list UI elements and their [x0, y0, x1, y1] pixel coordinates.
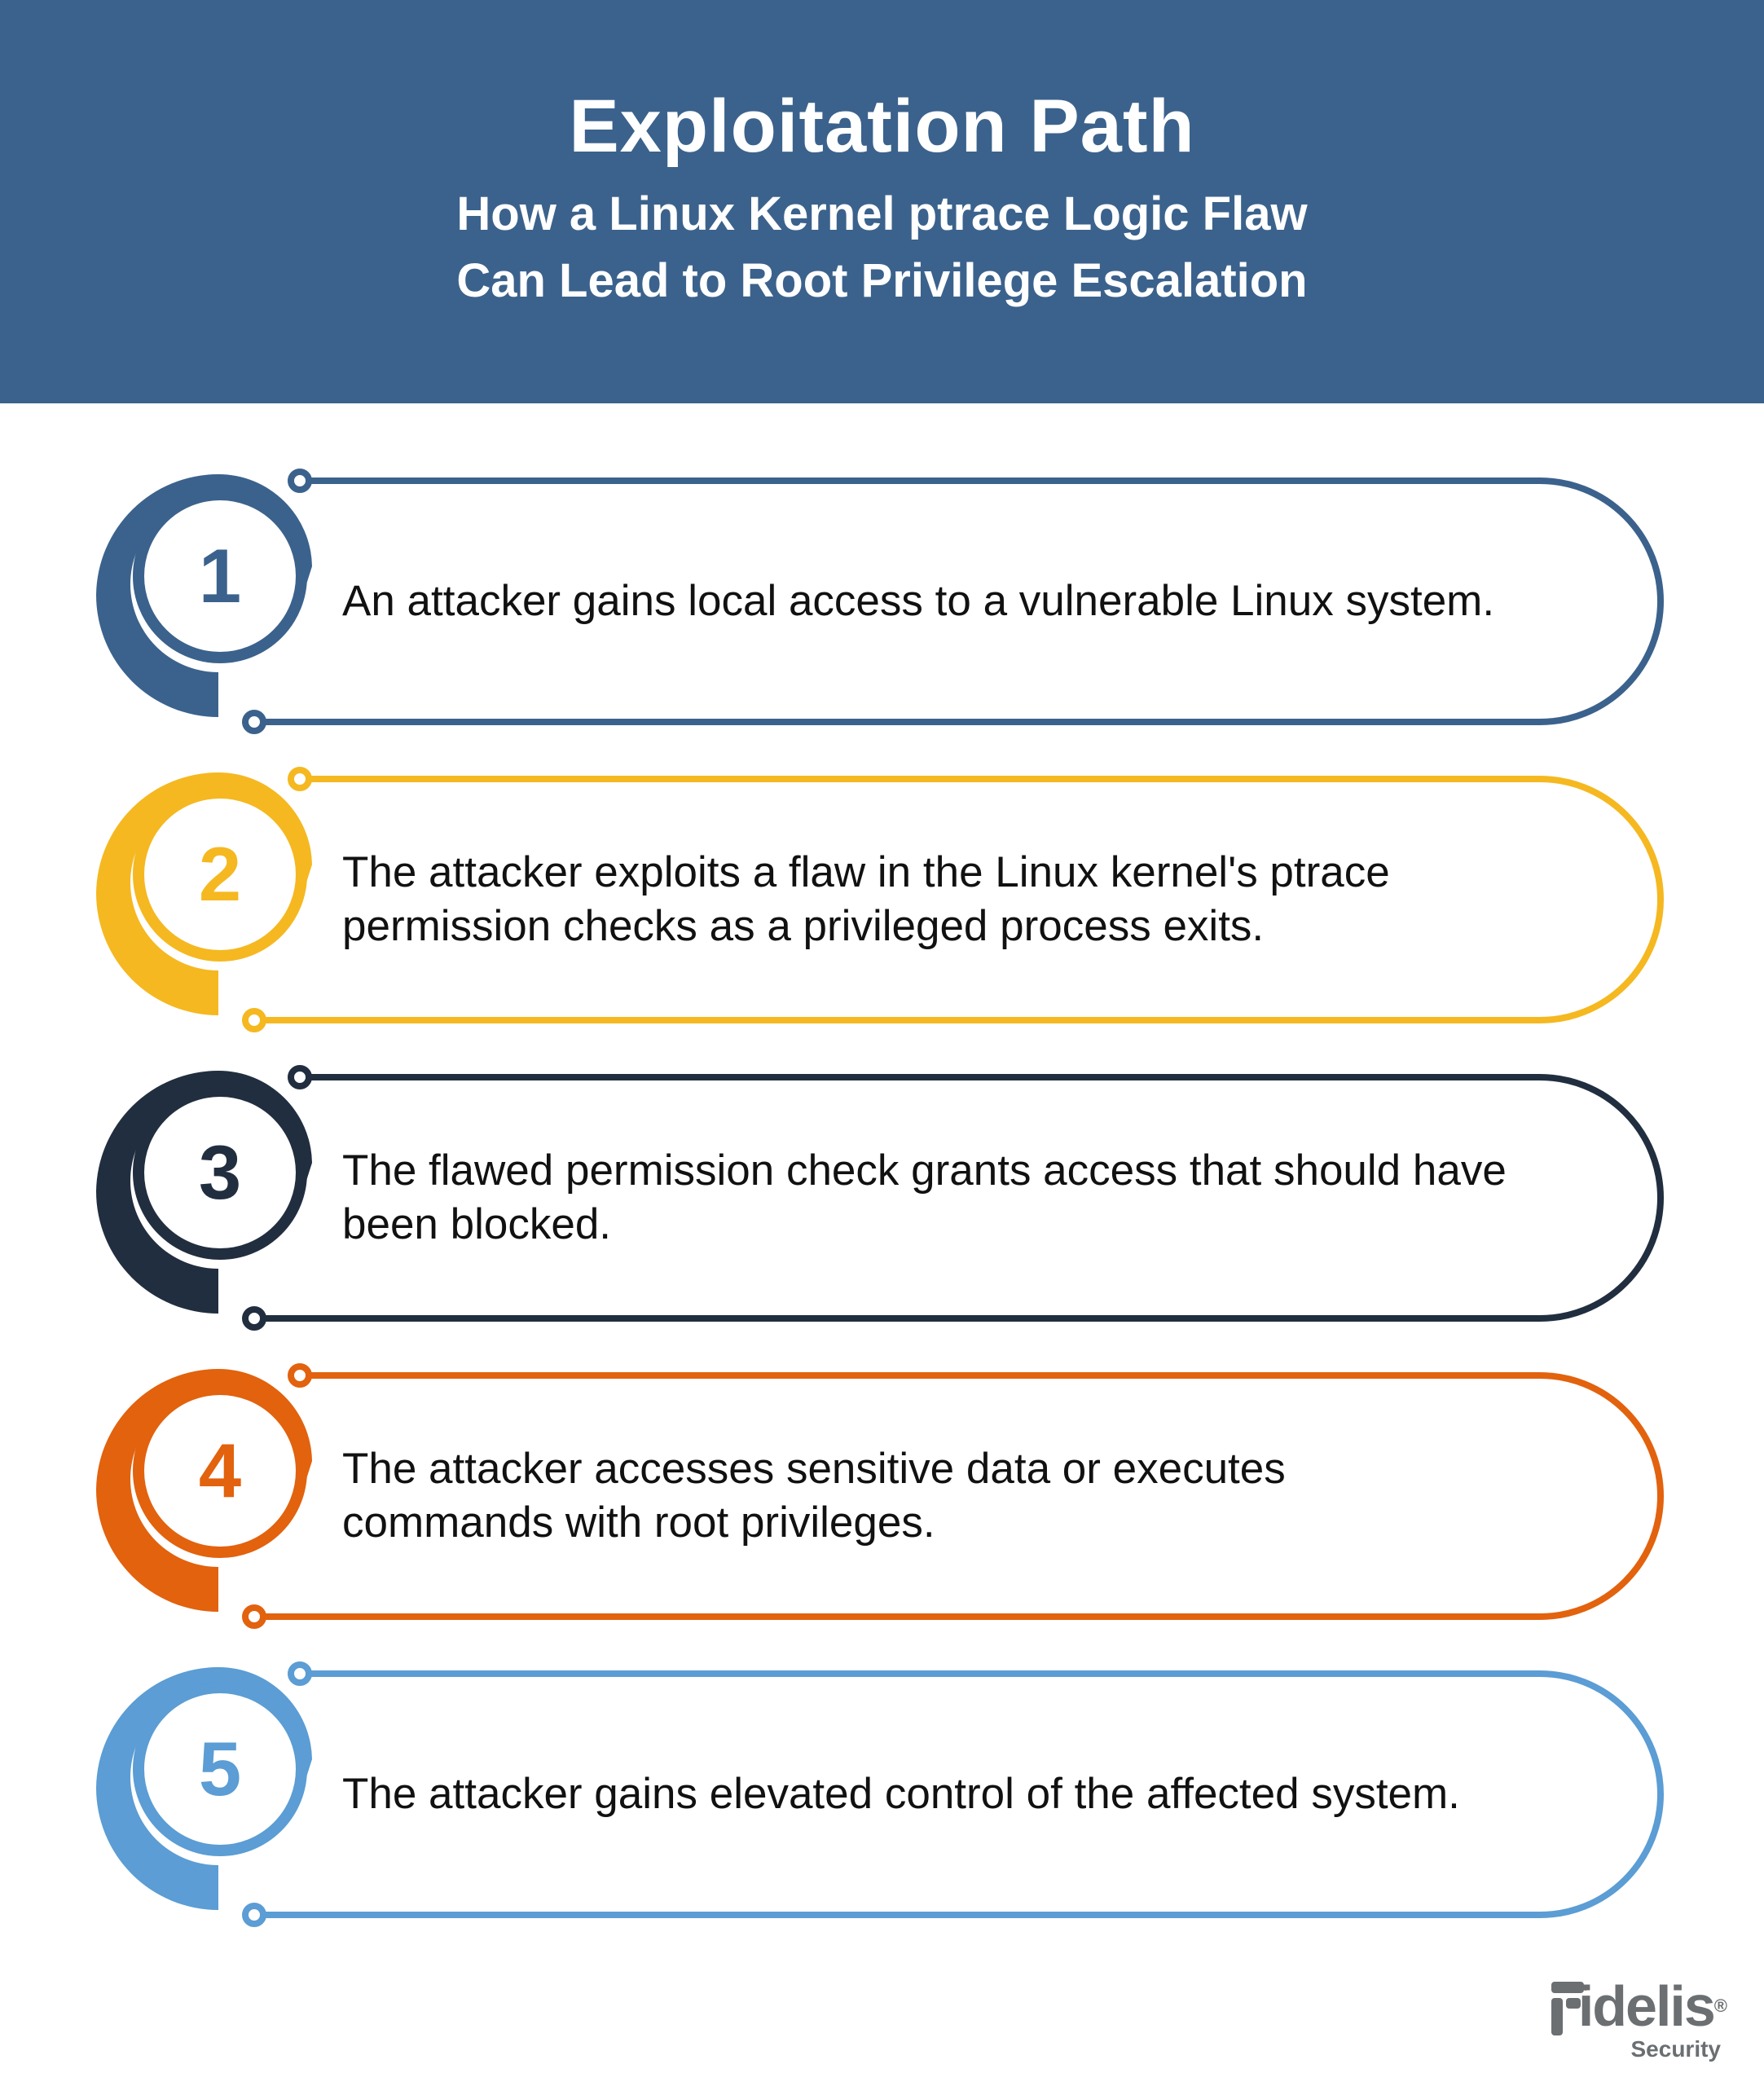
step-4-knob-bottom [242, 1604, 266, 1629]
step-3-knob-top [288, 1065, 312, 1089]
step-2-crescent [96, 772, 312, 1015]
step-2-number: 2 [198, 831, 242, 917]
fidelis-logo: idelis® Security [1548, 1975, 1727, 2065]
step-1-text: An attacker gains local access to a vuln… [342, 574, 1613, 628]
step-3-text-line: The flawed permission check grants acces… [342, 1146, 1507, 1195]
step-3-frame [96, 1065, 1664, 1331]
subtitle-line-1: How a Linux Kernel ptrace Logic Flaw [456, 187, 1308, 240]
step-3-number: 3 [198, 1129, 242, 1215]
step-5-crescent [96, 1667, 312, 1910]
step-4-rail [254, 1372, 1664, 1620]
logo-f-icon [1551, 1982, 1588, 2035]
step-2-text: The attacker exploits a flaw in the Linu… [342, 846, 1613, 953]
logo-wordmark: idelis® [1577, 1974, 1727, 2038]
step-2-rail [254, 776, 1664, 1023]
step-5-rail [254, 1670, 1664, 1918]
page-title: Exploitation Path [569, 85, 1195, 168]
step-4-crescent [96, 1369, 312, 1612]
step-4-number: 4 [198, 1428, 242, 1513]
step-3-knob-bottom [242, 1306, 266, 1331]
step-5-knob-top [288, 1661, 312, 1686]
step-4-number-ring [133, 1384, 307, 1558]
step-2-text-line: The attacker exploits a flaw in the Linu… [342, 848, 1390, 896]
step-5-number-ring [133, 1682, 307, 1856]
step-3-number-ring [133, 1085, 307, 1260]
step-2-frame [96, 767, 1664, 1032]
step-1-number: 1 [198, 533, 242, 618]
step-1-crescent [96, 474, 312, 717]
step-1-frame [96, 469, 1664, 734]
step-3-rail [254, 1074, 1664, 1322]
header-banner: Exploitation Path How a Linux Kernel ptr… [0, 0, 1764, 403]
step-1-number-ring [133, 489, 307, 663]
step-4-text-line: commands with root privileges. [342, 1498, 935, 1547]
subtitle-line-2: Can Lead to Root Privilege Escalation [456, 254, 1308, 307]
step-4-frame [96, 1363, 1664, 1629]
step-3-text-line: been blocked. [342, 1200, 612, 1248]
page-subtitle: How a Linux Kernel ptrace Logic Flaw Can… [0, 181, 1764, 315]
step-4-text: The attacker accesses sensitive data or … [342, 1442, 1613, 1550]
step-5-text: The attacker gains elevated control of t… [342, 1767, 1613, 1821]
step-5-knob-bottom [242, 1903, 266, 1927]
logo-subtitle: Security [1630, 2036, 1722, 2062]
step-2-knob-bottom [242, 1008, 266, 1032]
step-5-frame [96, 1661, 1664, 1927]
step-1-text-line: An attacker gains local access to a vuln… [342, 577, 1495, 625]
step-4-knob-top [288, 1363, 312, 1388]
step-3-crescent [96, 1071, 312, 1314]
step-5-text-line: The attacker gains elevated control of t… [342, 1770, 1460, 1818]
step-1-knob-top [288, 469, 312, 493]
step-4-text-line: The attacker accesses sensitive data or … [342, 1445, 1286, 1493]
step-1-knob-bottom [242, 710, 266, 734]
step-2-knob-top [288, 767, 312, 791]
registered-mark: ® [1713, 1996, 1727, 2016]
step-2-text-line: permission checks as a privileged proces… [342, 902, 1265, 950]
step-3-text: The flawed permission check grants acces… [342, 1144, 1613, 1252]
step-2-number-ring [133, 787, 307, 962]
step-5-number: 5 [198, 1726, 242, 1811]
step-1-rail [254, 477, 1664, 725]
